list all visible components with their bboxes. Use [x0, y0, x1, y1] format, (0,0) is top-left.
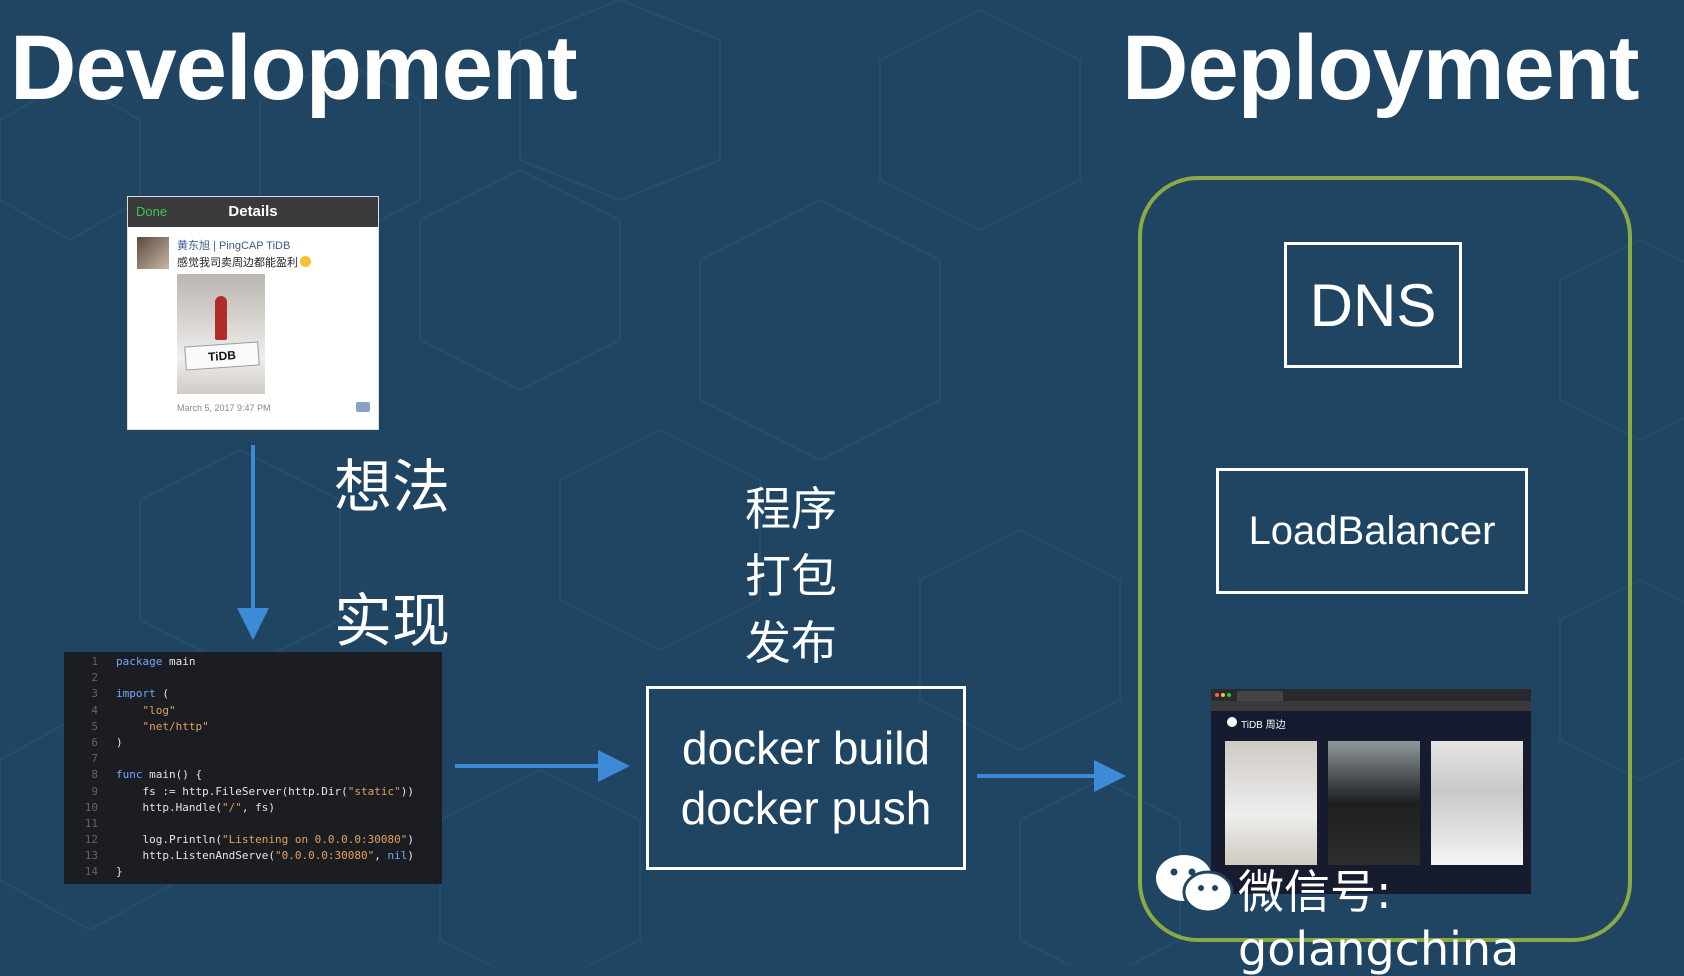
build-steps-labels: 程序 打包 发布 [745, 476, 837, 677]
code-line: 12 log.Println("Listening on 0.0.0.0:300… [64, 832, 442, 848]
line-number: 6 [91, 735, 98, 749]
dns-box: DNS [1284, 242, 1462, 368]
code-line: 10 http.Handle("/", fs) [64, 800, 442, 816]
tidb-logo-icon [1227, 717, 1237, 727]
browser-tab [1237, 691, 1283, 701]
code-token: http.ListenAndServe( [116, 849, 275, 863]
phone-title: Details [228, 203, 278, 220]
browser-url-bar [1211, 701, 1531, 711]
maximize-dot-icon [1227, 693, 1231, 697]
post-photo: TiDB [177, 274, 265, 394]
minimize-dot-icon [1221, 693, 1225, 697]
product-thumb-backpack [1328, 741, 1420, 865]
emoji-icon [300, 256, 311, 267]
deployment-title: Deployment [1122, 17, 1640, 119]
phone-header: Done Details [128, 197, 378, 227]
photo-tidb-text: TiDB [184, 341, 260, 371]
code-line: 1 package main [64, 654, 442, 670]
docker-build-text: docker build [681, 722, 931, 774]
docker-box: docker build docker push [646, 686, 966, 870]
code-line: 11 [64, 816, 442, 832]
code-token: func [116, 768, 143, 782]
code-token: ) [407, 849, 415, 863]
code-line: 9 fs := http.FileServer(http.Dir("static… [64, 784, 442, 800]
code-line: 13 http.ListenAndServe("0.0.0.0:30080", … [64, 848, 442, 864]
code-token: ) [407, 833, 415, 847]
line-number: 3 [91, 687, 98, 701]
step-program: 程序 [745, 482, 837, 536]
post-timestamp: March 5, 2017 9:47 PM [177, 403, 271, 413]
code-token: nil [387, 849, 408, 863]
code-token: "0.0.0.0:30080" [274, 849, 375, 863]
post-message: 感觉我司卖周边都能盈利 [177, 254, 311, 270]
post-username: 黄东旭 | PingCAP TiDB [177, 240, 291, 252]
code-token: "log" [116, 703, 176, 717]
code-token: , fs) [241, 800, 275, 814]
line-number: 13 [84, 849, 98, 863]
comment-icon [356, 402, 370, 412]
code-token: fs := http.FileServer(http.Dir( [116, 784, 348, 798]
product-thumb-mug [1431, 741, 1523, 865]
site-brand: TiDB 周边 [1241, 720, 1286, 731]
code-token: "Listening on 0.0.0.0:30080" [221, 833, 408, 847]
website-screenshot: TiDB 周边 [1211, 689, 1531, 894]
docker-push-text: docker push [680, 782, 932, 834]
code-line: 8 func main() { [64, 767, 442, 783]
code-token: main() { [142, 768, 203, 782]
code-line: 3 import ( [64, 686, 442, 702]
code-token: , [374, 849, 388, 863]
code-token: )) [400, 784, 415, 798]
idea-label: 想法 [334, 453, 451, 521]
rocket-figure-icon [215, 296, 227, 340]
code-token: ( [155, 687, 169, 701]
load-balancer-box: LoadBalancer [1216, 468, 1528, 594]
wechat-watermark: 微信号: golangchina [1238, 865, 1520, 976]
site-nav: TiDB 周边 [1211, 711, 1531, 735]
code-token: "/" [221, 800, 242, 814]
code-line: 4 "log" [64, 703, 442, 719]
code-token: package [116, 655, 163, 668]
code-token: ) [116, 735, 123, 749]
line-number: 11 [84, 816, 98, 830]
line-number: 9 [91, 784, 98, 798]
code-token: "static" [347, 784, 401, 798]
social-post-screenshot: Done Details 黄东旭 | PingCAP TiDB 感觉我司卖周边都… [128, 197, 378, 429]
code-token: "net/http" [116, 719, 209, 733]
code-token: log.Println( [116, 833, 222, 847]
line-number: 12 [84, 833, 98, 847]
implementation-label: 实现 [334, 587, 451, 655]
code-token: import [116, 687, 156, 701]
deployment-container [1138, 176, 1632, 942]
code-line: 7 [64, 751, 442, 767]
development-title: Development [10, 17, 578, 119]
wechat-icon [1156, 855, 1234, 914]
line-number: 1 [91, 655, 98, 668]
line-number: 10 [84, 800, 98, 814]
code-line: 5 "net/http" [64, 719, 442, 735]
code-line: 2 [64, 670, 442, 686]
line-number: 5 [91, 719, 98, 733]
code-token: http.Handle( [116, 800, 222, 814]
avatar [137, 237, 169, 269]
code-token: } [116, 865, 123, 879]
browser-titlebar [1211, 689, 1531, 701]
line-number: 8 [91, 768, 98, 782]
post-message-text: 感觉我司卖周边都能盈利 [177, 257, 298, 269]
line-number: 7 [91, 752, 98, 766]
product-thumb-notebook [1225, 741, 1317, 865]
line-number: 2 [91, 671, 98, 685]
close-dot-icon [1215, 693, 1219, 697]
step-package: 打包 [745, 549, 837, 603]
done-button: Done [136, 204, 168, 219]
code-token: main [162, 655, 196, 668]
line-number: 14 [84, 865, 98, 879]
line-number: 4 [91, 703, 98, 717]
code-line: 14} [64, 864, 442, 880]
step-publish: 发布 [745, 616, 837, 670]
code-line: 6) [64, 735, 442, 751]
